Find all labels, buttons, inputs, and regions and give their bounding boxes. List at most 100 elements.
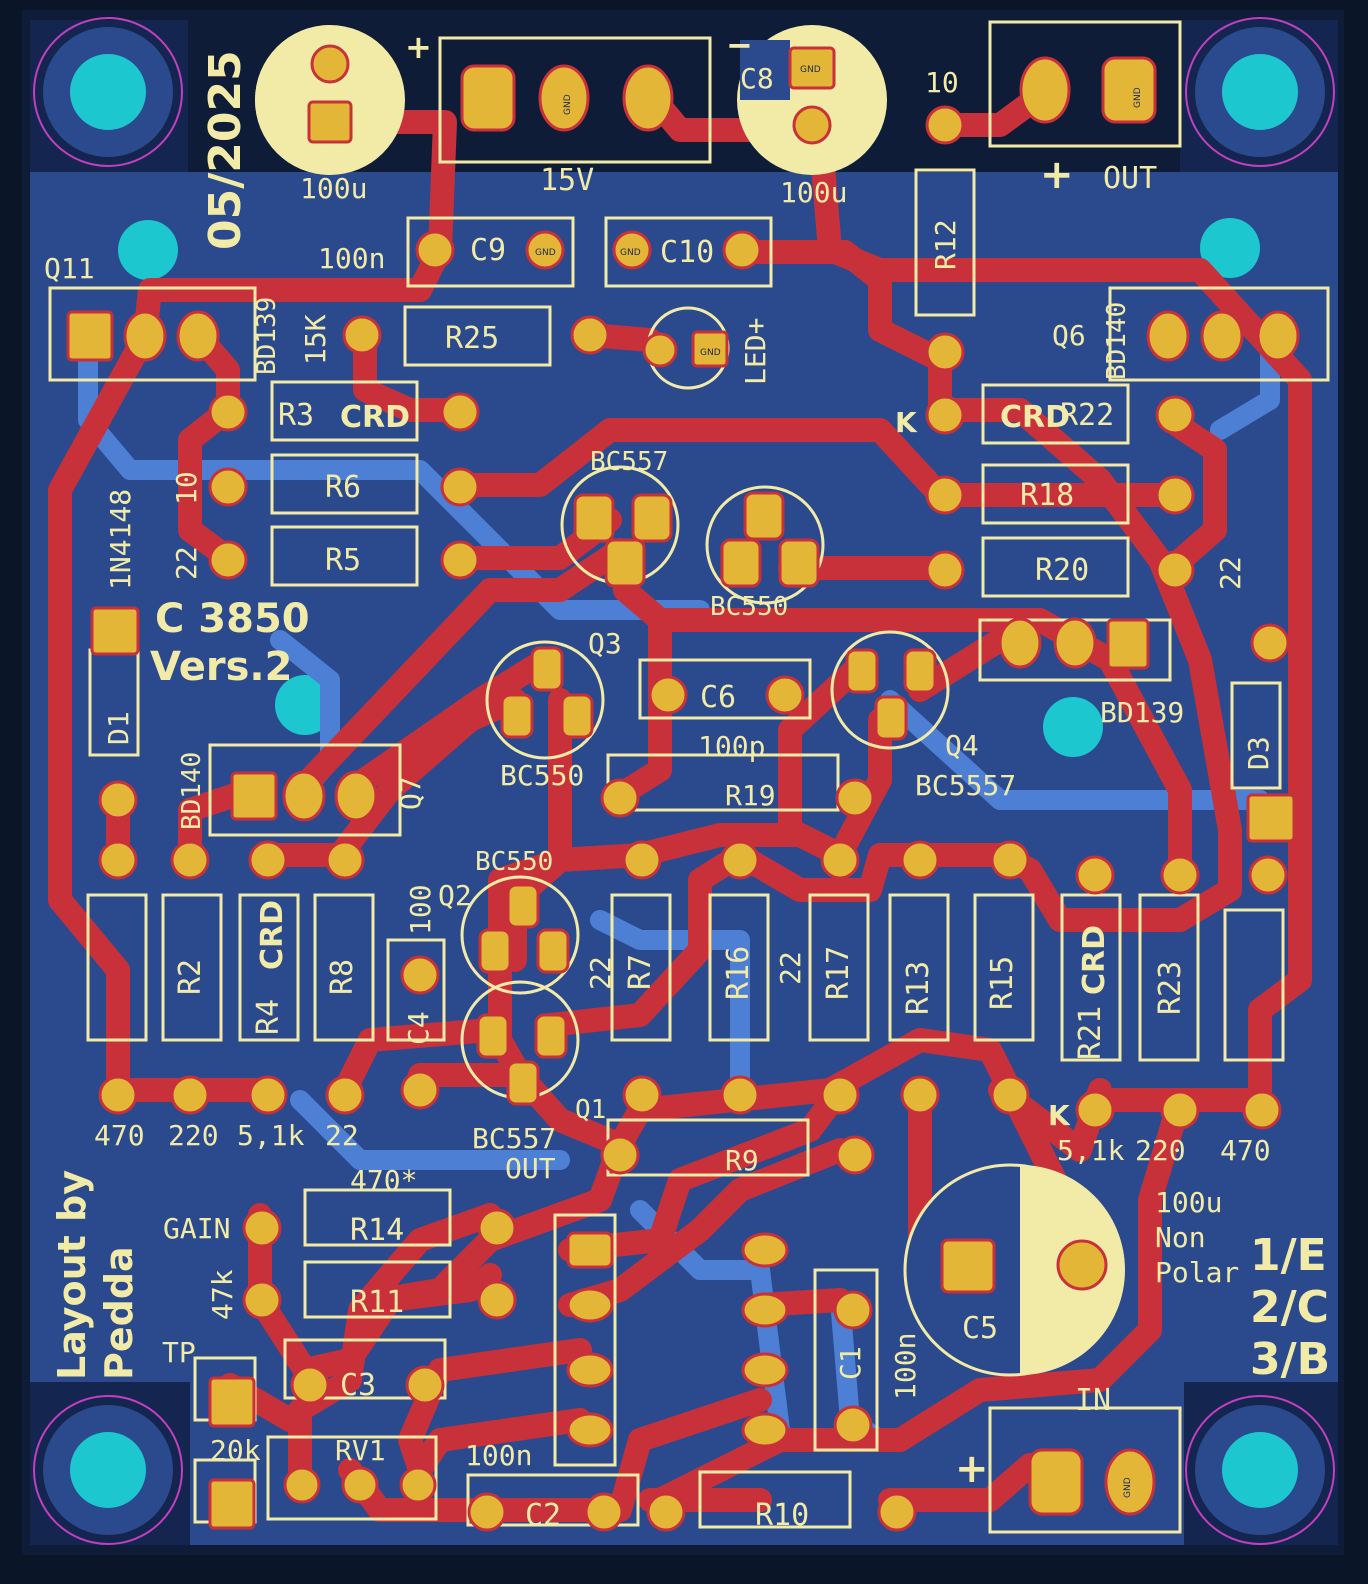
c8-value: 100u <box>780 176 847 209</box>
mount-hole-bl <box>33 1395 183 1545</box>
q11-ref: Q11 <box>44 252 95 285</box>
r8-ref: R8 <box>325 959 360 995</box>
c1-value: 100n <box>889 1333 922 1400</box>
connector-15v-outline <box>438 36 712 164</box>
q6-part: BD140 <box>1102 302 1132 380</box>
r14-value: 470* <box>350 1164 417 1197</box>
r25-ref: R25 <box>445 321 499 356</box>
q5-part: BC557 <box>590 447 668 477</box>
svg-text:GND: GND <box>620 248 641 258</box>
mount-hole-tl <box>33 17 183 167</box>
cap-c8 <box>737 25 887 175</box>
c6-ref: C6 <box>700 680 736 715</box>
c5-note1: Non <box>1155 1221 1206 1254</box>
q4-part: BC5557 <box>915 769 1016 802</box>
svg-text:GND: GND <box>1133 87 1143 108</box>
r6-ref: R6 <box>325 470 361 505</box>
d3-ref: D3 <box>1242 736 1275 770</box>
c1-ref: C1 <box>834 1346 867 1380</box>
q1-ref: Q1 <box>575 1095 606 1125</box>
in-label: IN <box>1075 1383 1111 1418</box>
r2-ref: R2 <box>173 959 208 995</box>
d1-ref: D1 <box>102 711 135 745</box>
svg-text:GND: GND <box>535 248 556 258</box>
r23-ref: R23 <box>1153 961 1188 1015</box>
led-label: LED+ <box>739 318 772 385</box>
mount-hole-br <box>1185 1395 1335 1545</box>
r22-value: CRD <box>1000 400 1070 435</box>
q4-ref: Q4 <box>945 729 979 762</box>
svg-text:GND: GND <box>800 65 821 75</box>
r15-ref: R15 <box>985 956 1020 1010</box>
c5-ref: C5 <box>962 1311 998 1346</box>
r7-ref: R7 <box>623 954 658 990</box>
out-plus: + <box>1040 152 1074 198</box>
c2-value: 100n <box>465 1439 532 1472</box>
r10-ref: R10 <box>755 1498 809 1533</box>
r8-value: 22 <box>325 1119 359 1152</box>
power-minus: − <box>726 26 753 64</box>
r14-ref: R14 <box>350 1213 404 1248</box>
rv1-ref: RV1 <box>335 1434 386 1467</box>
silk-text: 05/2025 C 3850 Vers.2 Layout by Pedda 1/… <box>44 26 1330 1533</box>
r4-ref: R4 <box>251 999 286 1035</box>
c7-value: 100u <box>300 172 367 205</box>
k-mark-1: K <box>895 406 918 439</box>
r23-value: 220 <box>1135 1134 1186 1167</box>
r13-ref: R13 <box>901 961 936 1015</box>
r20-value: 22 <box>1214 556 1247 590</box>
r4-value: 5,1k <box>237 1119 305 1152</box>
q6-ref: Q6 <box>1052 319 1086 352</box>
r3-ref: R3 <box>278 398 314 433</box>
credit-line1: Layout by <box>50 1170 94 1380</box>
pinout-1: 1/E <box>1250 1230 1327 1281</box>
r16-ref: R16 <box>721 946 756 1000</box>
mount-hole-tr <box>1185 17 1335 167</box>
c9-value: 100n <box>318 242 385 275</box>
power-label: 15V <box>540 163 594 198</box>
out-small-label: OUT <box>505 1152 556 1185</box>
pinout-2: 2/C <box>1250 1282 1329 1333</box>
board-date: 05/2025 <box>200 50 251 250</box>
c2-ref: C2 <box>525 1498 561 1533</box>
c5-value: 100u <box>1155 1186 1222 1219</box>
svg-text:GND: GND <box>700 348 721 358</box>
gnd-labels: GND GND GND GND GND GND GND <box>535 65 1143 1498</box>
r18-ref: R18 <box>1020 478 1074 513</box>
pinout-3: 3/B <box>1250 1334 1330 1385</box>
q2-part: BC550 <box>475 847 553 877</box>
r21-value: 5,1k <box>1057 1134 1125 1167</box>
r12-value: 10 <box>925 66 959 99</box>
q8-part: BC550 <box>710 592 788 622</box>
tp-label: TP <box>162 1336 196 1369</box>
r2-value: 220 <box>168 1119 219 1152</box>
c9-ref: C9 <box>470 233 506 268</box>
r3-value: CRD <box>340 400 410 435</box>
q3-part: BC550 <box>500 759 584 792</box>
connector-out-outline <box>988 20 1182 148</box>
heatsink-hole-2 <box>1200 218 1260 278</box>
r5-value: 22 <box>170 546 203 580</box>
r21-crd: CRD <box>1077 925 1112 995</box>
c4-value: 100 <box>404 884 437 935</box>
c3-ref: C3 <box>340 1368 376 1403</box>
r9-ref: R9 <box>725 1144 759 1177</box>
k-mark-2: K <box>1048 1099 1071 1132</box>
out-label: OUT <box>1103 161 1157 196</box>
board-version: Vers.2 <box>150 644 292 690</box>
svg-text:GND: GND <box>563 94 573 115</box>
c8-ref: C8 <box>740 62 774 95</box>
q7-ref: Q7 <box>394 776 427 810</box>
r20-ref: R20 <box>1035 553 1089 588</box>
heatsink-hole-1 <box>118 220 178 280</box>
r19-ref: R19 <box>725 779 776 812</box>
r11-ref: R11 <box>350 1285 404 1320</box>
r25-value: 15K <box>299 314 332 365</box>
r1-value: 470 <box>94 1119 145 1152</box>
r5-ref: R5 <box>325 543 361 578</box>
q11-part: BD139 <box>252 297 282 375</box>
q2-ref: Q2 <box>438 879 472 912</box>
q1-part: BC557 <box>472 1122 556 1155</box>
